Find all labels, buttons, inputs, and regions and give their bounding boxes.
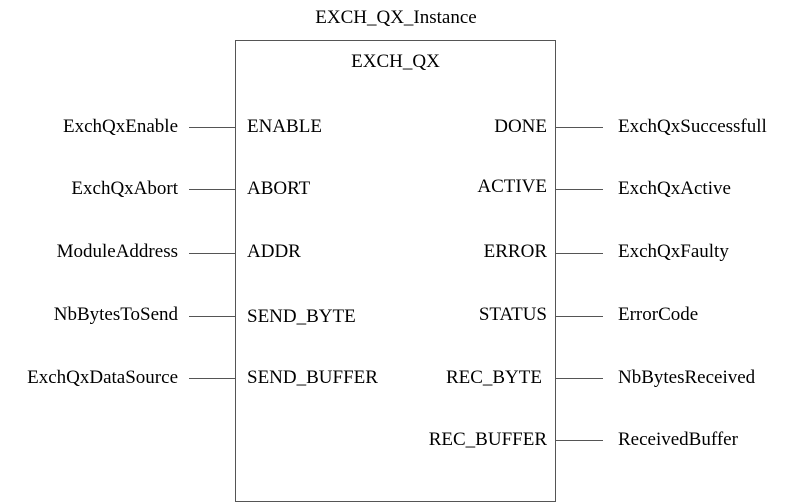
input-pin-abort: ABORT <box>247 178 311 199</box>
input-variable-abort: ExchQxAbort <box>71 178 178 199</box>
output-wire-rec-byte <box>556 378 603 379</box>
input-pin-enable: ENABLE <box>247 116 322 137</box>
input-wire-enable <box>189 127 235 128</box>
input-wire-send-byte <box>189 316 235 317</box>
output-variable-rec-byte: NbBytesReceived <box>618 367 756 388</box>
output-wire-error <box>556 253 603 254</box>
input-variable-send-byte: NbBytesToSend <box>53 304 178 325</box>
function-block <box>235 40 556 502</box>
output-variable-status: ErrorCode <box>618 304 699 325</box>
output-variable-error: ExchQxFaulty <box>618 241 729 262</box>
input-pin-send-byte: SEND_BYTE <box>247 306 356 327</box>
input-pin-addr: ADDR <box>247 241 301 262</box>
input-variable-send-buffer: ExchQxDataSource <box>27 367 178 388</box>
output-pin-done: DONE <box>494 116 547 137</box>
output-variable-active: ExchQxActive <box>618 178 731 199</box>
output-wire-rec-buffer <box>556 440 603 441</box>
output-pin-rec-buffer: REC_BUFFER <box>428 429 547 450</box>
output-wire-status <box>556 316 603 317</box>
output-pin-rec-byte: REC_BYTE <box>445 367 542 388</box>
input-wire-send-buffer <box>189 378 235 379</box>
output-pin-error: ERROR <box>483 241 547 262</box>
input-pin-send-buffer: SEND_BUFFER <box>247 367 378 388</box>
input-variable-enable: ExchQxEnable <box>62 116 178 137</box>
input-variable-addr: ModuleAddress <box>56 241 178 262</box>
output-variable-done: ExchQxSuccessfull <box>618 116 767 137</box>
output-variable-rec-buffer: ReceivedBuffer <box>618 429 738 450</box>
output-wire-done <box>556 127 603 128</box>
input-wire-abort <box>189 189 235 190</box>
block-type-label: EXCH_QX <box>351 51 440 72</box>
input-wire-addr <box>189 253 235 254</box>
output-wire-active <box>556 189 603 190</box>
output-pin-active: ACTIVE <box>477 176 547 197</box>
instance-name: EXCH_QX_Instance <box>315 7 477 28</box>
output-pin-status: STATUS <box>478 304 547 325</box>
